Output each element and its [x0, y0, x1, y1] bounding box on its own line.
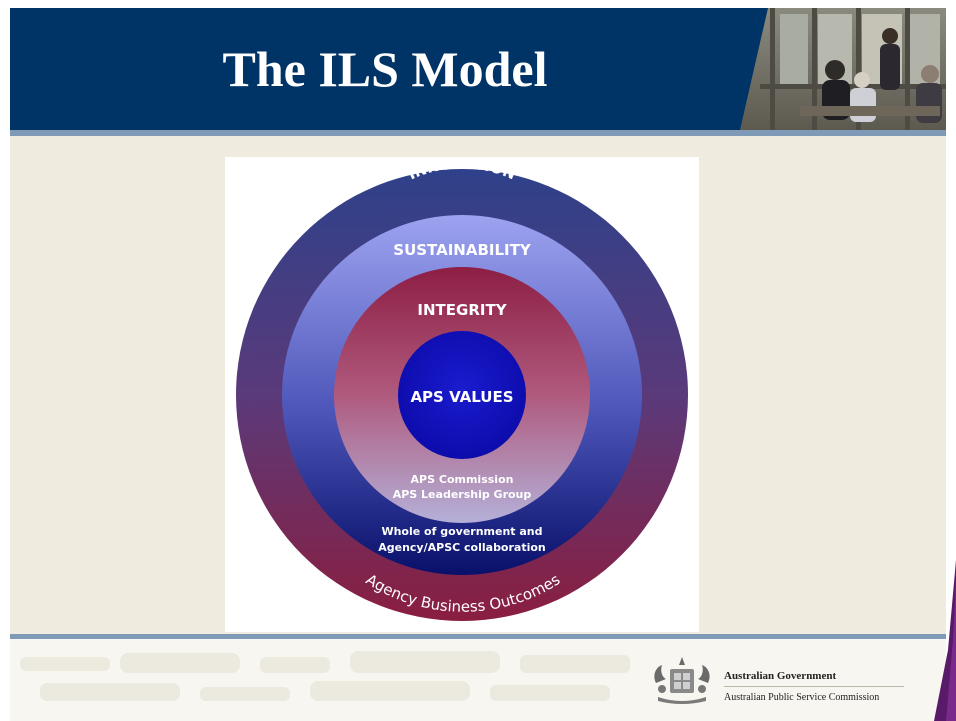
header-band [10, 8, 946, 130]
footer [10, 639, 946, 721]
label-aps-values: APS VALUES [410, 388, 513, 406]
footer-divider [10, 634, 946, 639]
footer-logo-divider [724, 686, 904, 687]
corner-swoosh [934, 560, 956, 721]
office-photo [740, 8, 946, 130]
coat-of-arms-icon [654, 657, 710, 704]
label-integrity: INTEGRITY [417, 301, 507, 319]
label-aps-commission: APS Commission [411, 473, 514, 486]
government-name: Australian Government [724, 670, 837, 682]
label-aps-leadership-group: APS Leadership Group [393, 488, 532, 501]
label-whole-of-government: Whole of government and [381, 525, 542, 538]
header-divider [10, 130, 946, 136]
label-agency-apsc-collaboration: Agency/APSC collaboration [378, 541, 546, 554]
agency-name: Australian Public Service Commission [724, 692, 880, 703]
label-sustainability: SUSTAINABILITY [393, 241, 532, 259]
slide-title: The ILS Model [222, 41, 548, 97]
core-aps-values [398, 331, 526, 459]
footer-watermark [20, 651, 630, 701]
ils-model-diagram: INNOVATION SUSTAINABILITY INTEGRITY APS … [225, 157, 699, 632]
